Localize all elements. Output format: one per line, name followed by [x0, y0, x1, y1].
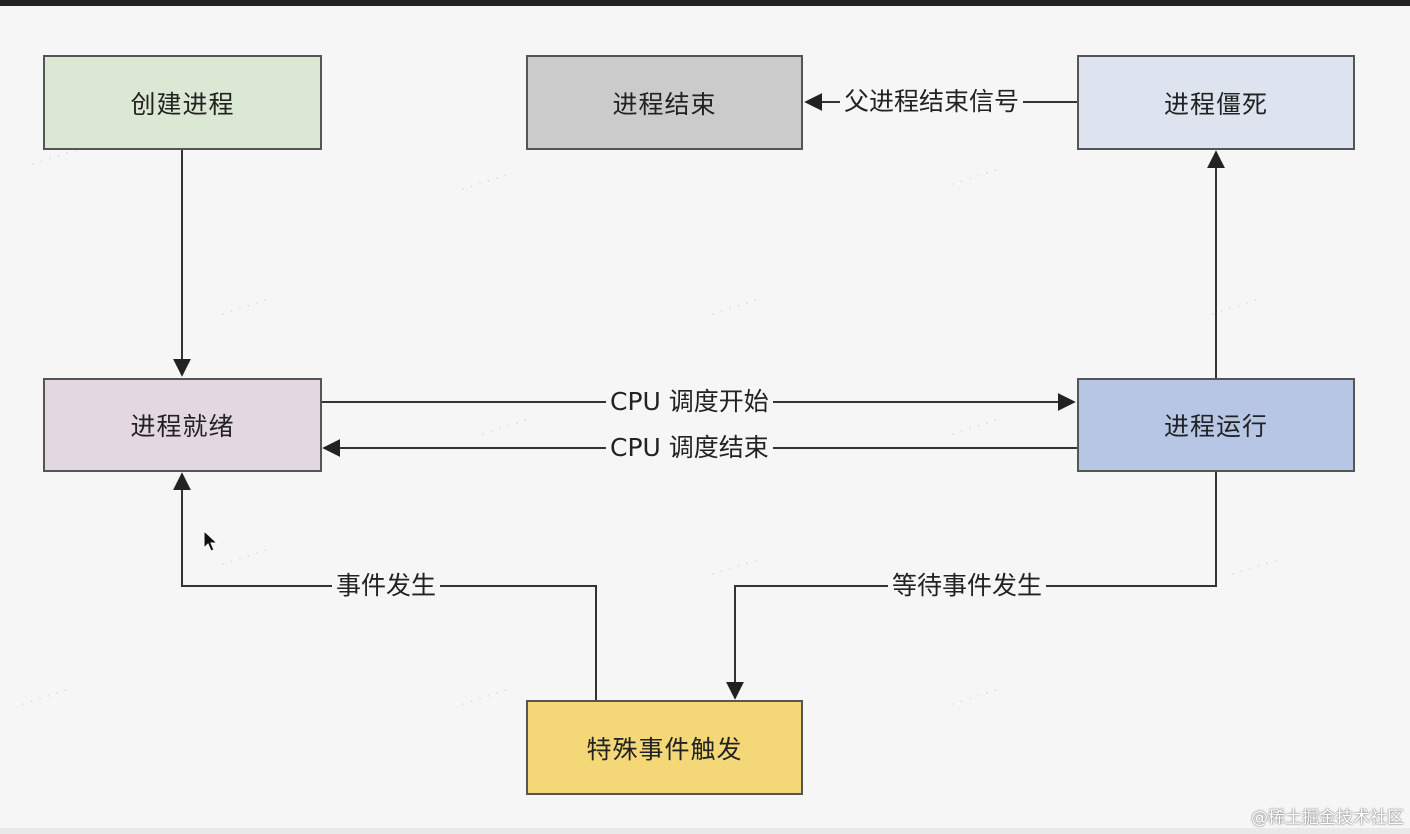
node-process-running: 进程运行 [1077, 378, 1355, 472]
node-special-event-label: 特殊事件触发 [586, 734, 743, 764]
node-process-ready: 进程就绪 [43, 378, 322, 472]
top-border [0, 0, 1410, 6]
edge-label-cpu-schedule-start: CPU 调度开始 [606, 387, 773, 417]
edge-label-cpu-schedule-end: CPU 调度结束 [606, 433, 773, 463]
node-process-zombie-label: 进程僵死 [1163, 89, 1268, 119]
node-process-end-label: 进程结束 [612, 89, 717, 119]
source-credit: @稀土掘金技术社区 [1251, 808, 1404, 828]
node-process-running-label: 进程运行 [1163, 412, 1268, 441]
node-create-process-label: 创建进程 [130, 89, 235, 119]
node-process-ready-label: 进程就绪 [130, 412, 235, 441]
mouse-cursor-icon [203, 530, 219, 552]
edge-label-event-occurs: 事件发生 [332, 571, 441, 601]
node-create-process: 创建进程 [43, 55, 322, 150]
edge-label-parent-end-signal: 父进程结束信号 [840, 87, 1024, 117]
bottom-border [0, 828, 1410, 834]
edge-label-wait-event: 等待事件发生 [888, 571, 1047, 601]
node-special-event: 特殊事件触发 [526, 700, 803, 795]
node-process-zombie: 进程僵死 [1077, 55, 1355, 150]
node-process-end: 进程结束 [526, 55, 803, 150]
